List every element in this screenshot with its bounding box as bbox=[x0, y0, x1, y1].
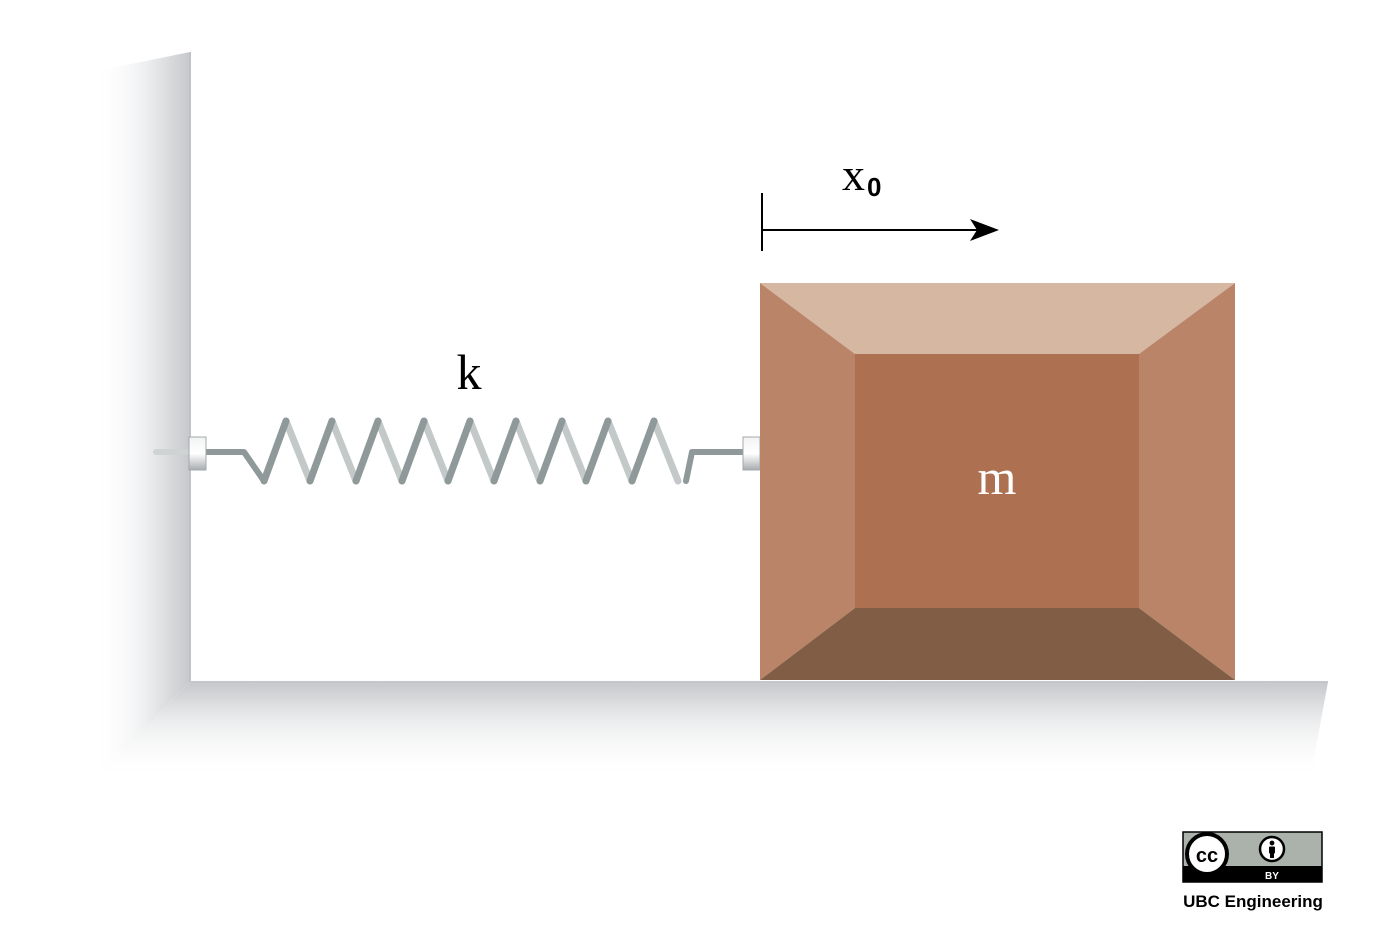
spring bbox=[153, 417, 761, 485]
block-right-face bbox=[1139, 283, 1235, 680]
mass-attachment-cap bbox=[742, 436, 761, 471]
wall bbox=[92, 52, 191, 780]
block-bottom-face bbox=[760, 608, 1235, 680]
spring-coil-back bbox=[328, 417, 360, 485]
block-top-face bbox=[760, 283, 1235, 354]
spring-coil-back bbox=[420, 417, 452, 485]
spring-coil-front bbox=[398, 417, 428, 485]
spring-coil-front bbox=[352, 417, 382, 485]
attribution-person-icon bbox=[1258, 835, 1286, 863]
mass-label: m bbox=[978, 449, 1017, 505]
spring-coil-front bbox=[582, 417, 612, 485]
spring-coil-front bbox=[260, 417, 290, 485]
spring-coil-front bbox=[536, 417, 566, 485]
license-by-label: BY bbox=[1265, 871, 1279, 882]
spring-coil-back bbox=[512, 417, 544, 485]
displacement-label: x0 bbox=[842, 149, 881, 202]
block-left-face bbox=[760, 283, 855, 680]
cc-icon: cc bbox=[1185, 832, 1229, 876]
spring-coil-front bbox=[628, 417, 658, 485]
spring-constant-label: k bbox=[457, 344, 482, 400]
spring-coil-back bbox=[604, 417, 636, 485]
spring-coil-back bbox=[282, 417, 314, 485]
spring-coil-back bbox=[374, 417, 406, 485]
displacement-arrow bbox=[761, 193, 999, 251]
attribution-text: UBC Engineering bbox=[1183, 892, 1323, 911]
spring-coil-back bbox=[650, 417, 682, 485]
spring-coil-back bbox=[558, 417, 590, 485]
block-front-face bbox=[855, 354, 1139, 608]
spring-coil-back bbox=[466, 417, 498, 485]
arrowhead bbox=[970, 219, 999, 241]
spring-coil-front bbox=[444, 417, 474, 485]
floor bbox=[92, 681, 1328, 780]
spring-coil-front bbox=[490, 417, 520, 485]
svg-text:cc: cc bbox=[1196, 845, 1218, 867]
mass-block bbox=[760, 283, 1235, 680]
wall-attachment-cap bbox=[188, 436, 207, 471]
spring-coil-front bbox=[306, 417, 336, 485]
license-badge: cc BY bbox=[1182, 831, 1323, 883]
